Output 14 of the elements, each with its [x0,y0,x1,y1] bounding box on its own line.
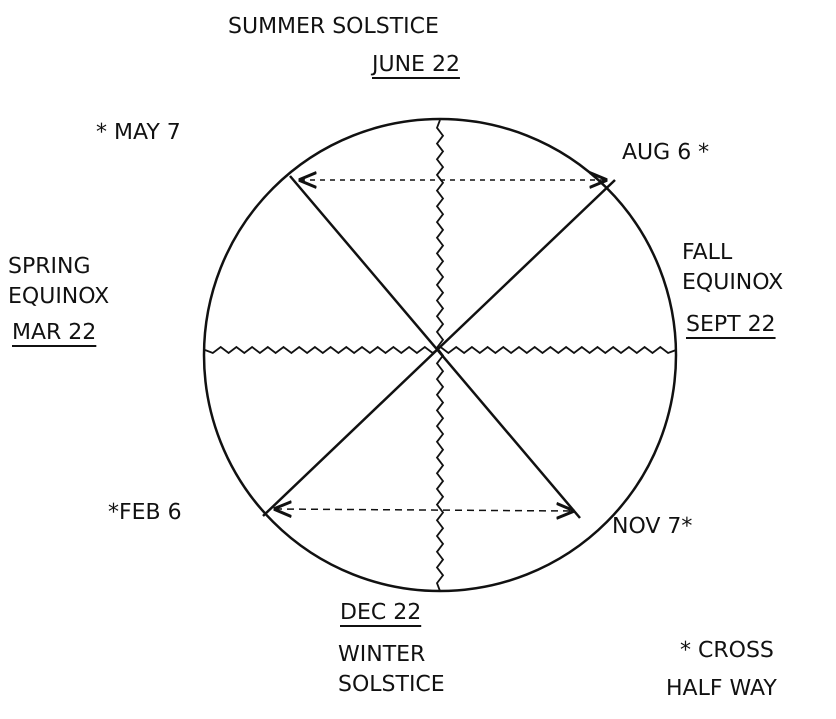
date-label: SEPT 22 [686,311,776,339]
note-text: * CROSS [680,637,774,665]
season-label: FALL EQUINOX [682,239,784,297]
date-label: JUNE 22 [372,51,460,79]
season-label: SPRING EQUINOX [8,253,110,311]
season-label: SUMMER SOLSTICE [228,13,439,41]
date-label: DEC 22 [340,599,422,627]
date-label: *FEB 6 [108,499,182,527]
note-text: HALF WAY [666,675,777,703]
date-label: * MAY 7 [96,119,181,147]
date-label: AUG 6 * [622,139,710,167]
date-label: MAR 22 [12,319,96,347]
date-label: NOV 7* [612,513,692,541]
season-label: WINTER SOLSTICE [338,641,446,699]
